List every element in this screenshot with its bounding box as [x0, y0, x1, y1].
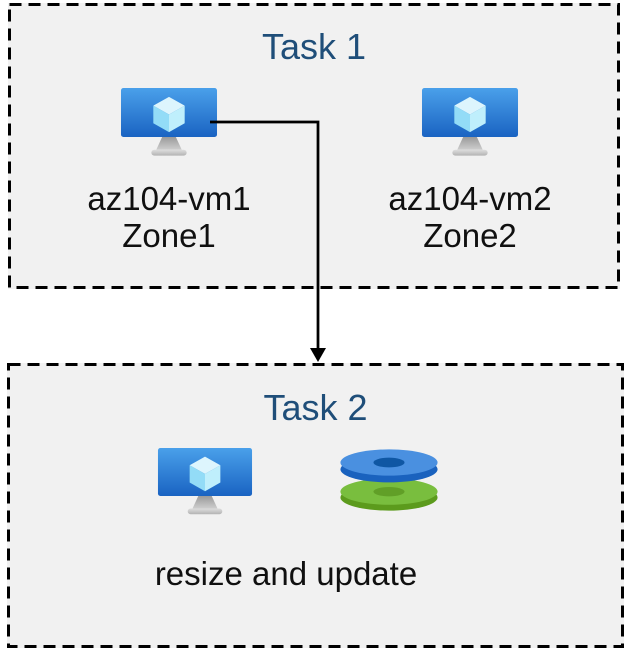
vm-zone-label: Zone2 [423, 216, 517, 254]
arrow-head-icon [310, 348, 326, 362]
task2-box: Task 2 resize and update [7, 363, 624, 648]
vm-zone-label: Zone1 [122, 216, 216, 254]
task1-box: Task 1 az104-vm1 Zone1 [8, 3, 620, 289]
virtual-machine-icon [120, 88, 218, 156]
task2-caption: resize and update [154, 555, 418, 592]
task2-title: Task 2 [263, 387, 368, 428]
managed-disks-icon [340, 449, 438, 511]
vm-group-az104-vm2: az104-vm2 Zone2 [350, 88, 590, 254]
vm-name-label: az104-vm2 [388, 179, 552, 217]
vm-label: az104-vm2 Zone2 [350, 180, 590, 254]
virtual-machine-icon [157, 448, 253, 515]
vm-group-az104-vm1: az104-vm1 Zone1 [49, 88, 289, 254]
vm-name-label: az104-vm1 [87, 179, 251, 217]
virtual-machine-icon [421, 88, 519, 156]
task1-title: Task 1 [261, 26, 367, 67]
vm-label: az104-vm1 Zone1 [49, 180, 289, 254]
